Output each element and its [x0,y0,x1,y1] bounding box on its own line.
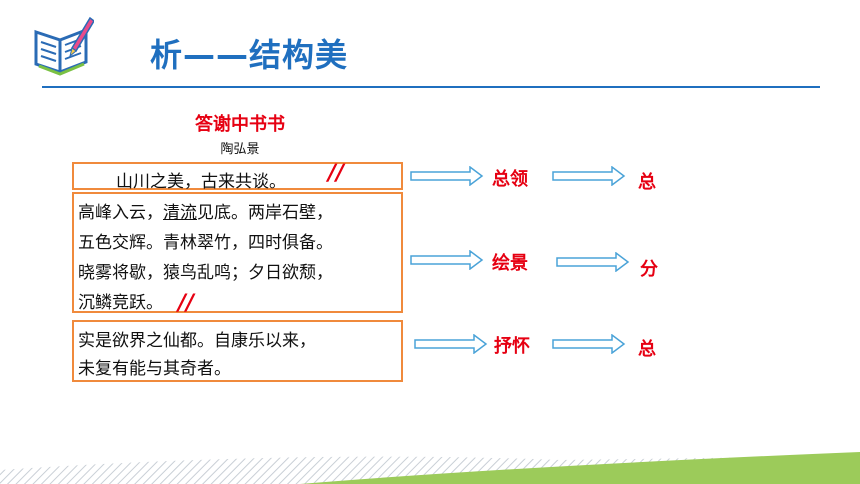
structure-role-label: 总 [638,339,656,360]
passage-text: 山川之美，古来共谈。 [116,172,286,192]
arrow-right-icon [556,252,630,272]
footer-decoration [0,452,860,484]
passage-line: 高峰入云，清流见底。两岸石壁， [78,203,333,223]
structure-function-label: 绘景 [492,253,528,274]
passage-box-opening: 山川之美，古来共谈。 [72,162,403,192]
arrow-right-icon [552,166,626,186]
structure-function-label: 抒怀 [494,336,530,357]
section-divider-mark: // [328,161,345,186]
section-divider-mark: // [178,291,195,316]
header-divider [42,86,820,88]
passage-box-closing: 实是欲界之仙都。自康乐以来， 未复有能与其奇者。 [72,320,403,382]
arrow-right-icon [410,250,484,270]
poem-title: 答谢中书书 [195,114,285,135]
structure-role-label: 分 [640,259,658,280]
open-book-pencil-icon [32,14,95,78]
passage-line: 未复有能与其奇者。 [78,359,231,379]
arrow-right-icon [414,334,488,354]
underlined-phrase: 清流 [163,203,197,223]
structure-role-label: 总 [638,172,656,193]
arrow-right-icon [410,166,484,186]
passage-line: 五色交辉。青林翠竹，四时俱备。 [78,233,333,253]
passage-line: 实是欲界之仙都。自康乐以来， [78,331,316,351]
page-title: 析——结构美 [150,36,349,74]
structure-function-label: 总领 [492,169,528,190]
arrow-right-icon [552,334,626,354]
passage-line: 沉鳞竞跃。 [78,293,163,313]
passage-line: 晓雾将歇，猿鸟乱鸣；夕日欲颓， [78,263,333,283]
poem-author: 陶弘景 [220,142,260,157]
passage-box-scenery: 高峰入云，清流见底。两岸石壁， 五色交辉。青林翠竹，四时俱备。 晓雾将歇，猿鸟乱… [72,192,403,313]
